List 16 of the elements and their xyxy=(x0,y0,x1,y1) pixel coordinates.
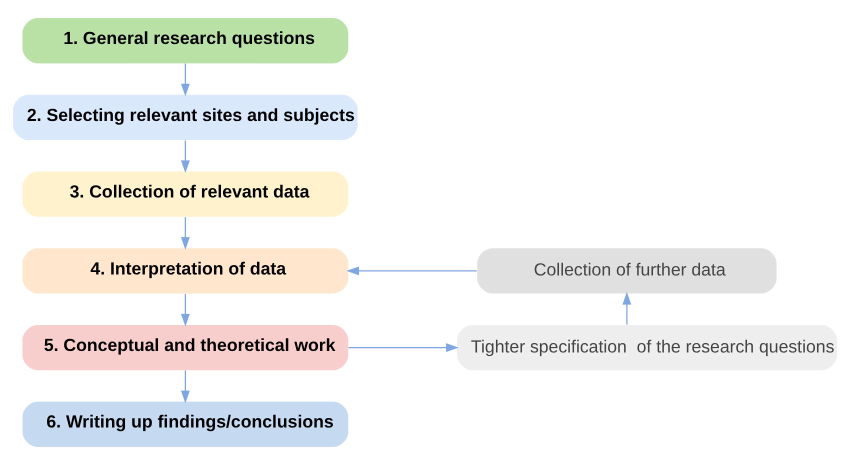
node-box: 5. Conceptual and theoretical work xyxy=(22,324,348,370)
node-box: 6. Writing up findings/conclusions xyxy=(22,401,348,446)
arrow xyxy=(180,140,190,173)
arrow xyxy=(180,293,190,326)
arrow xyxy=(180,216,190,250)
node-box: 2. Selecting relevant sites and subjects xyxy=(13,94,358,140)
arrow xyxy=(180,370,190,403)
arrow xyxy=(180,63,190,96)
node-box: Tighter specification of the research questions xyxy=(457,324,837,370)
node-box: 1. General research questions xyxy=(22,18,348,63)
arrow xyxy=(346,266,477,275)
node-box: 4. Interpretation of data xyxy=(22,248,348,293)
arrow xyxy=(348,342,459,352)
node-box: Collection of further data xyxy=(477,248,777,293)
arrow xyxy=(622,291,632,324)
node-box: 3. Collection of relevant data xyxy=(22,171,348,216)
